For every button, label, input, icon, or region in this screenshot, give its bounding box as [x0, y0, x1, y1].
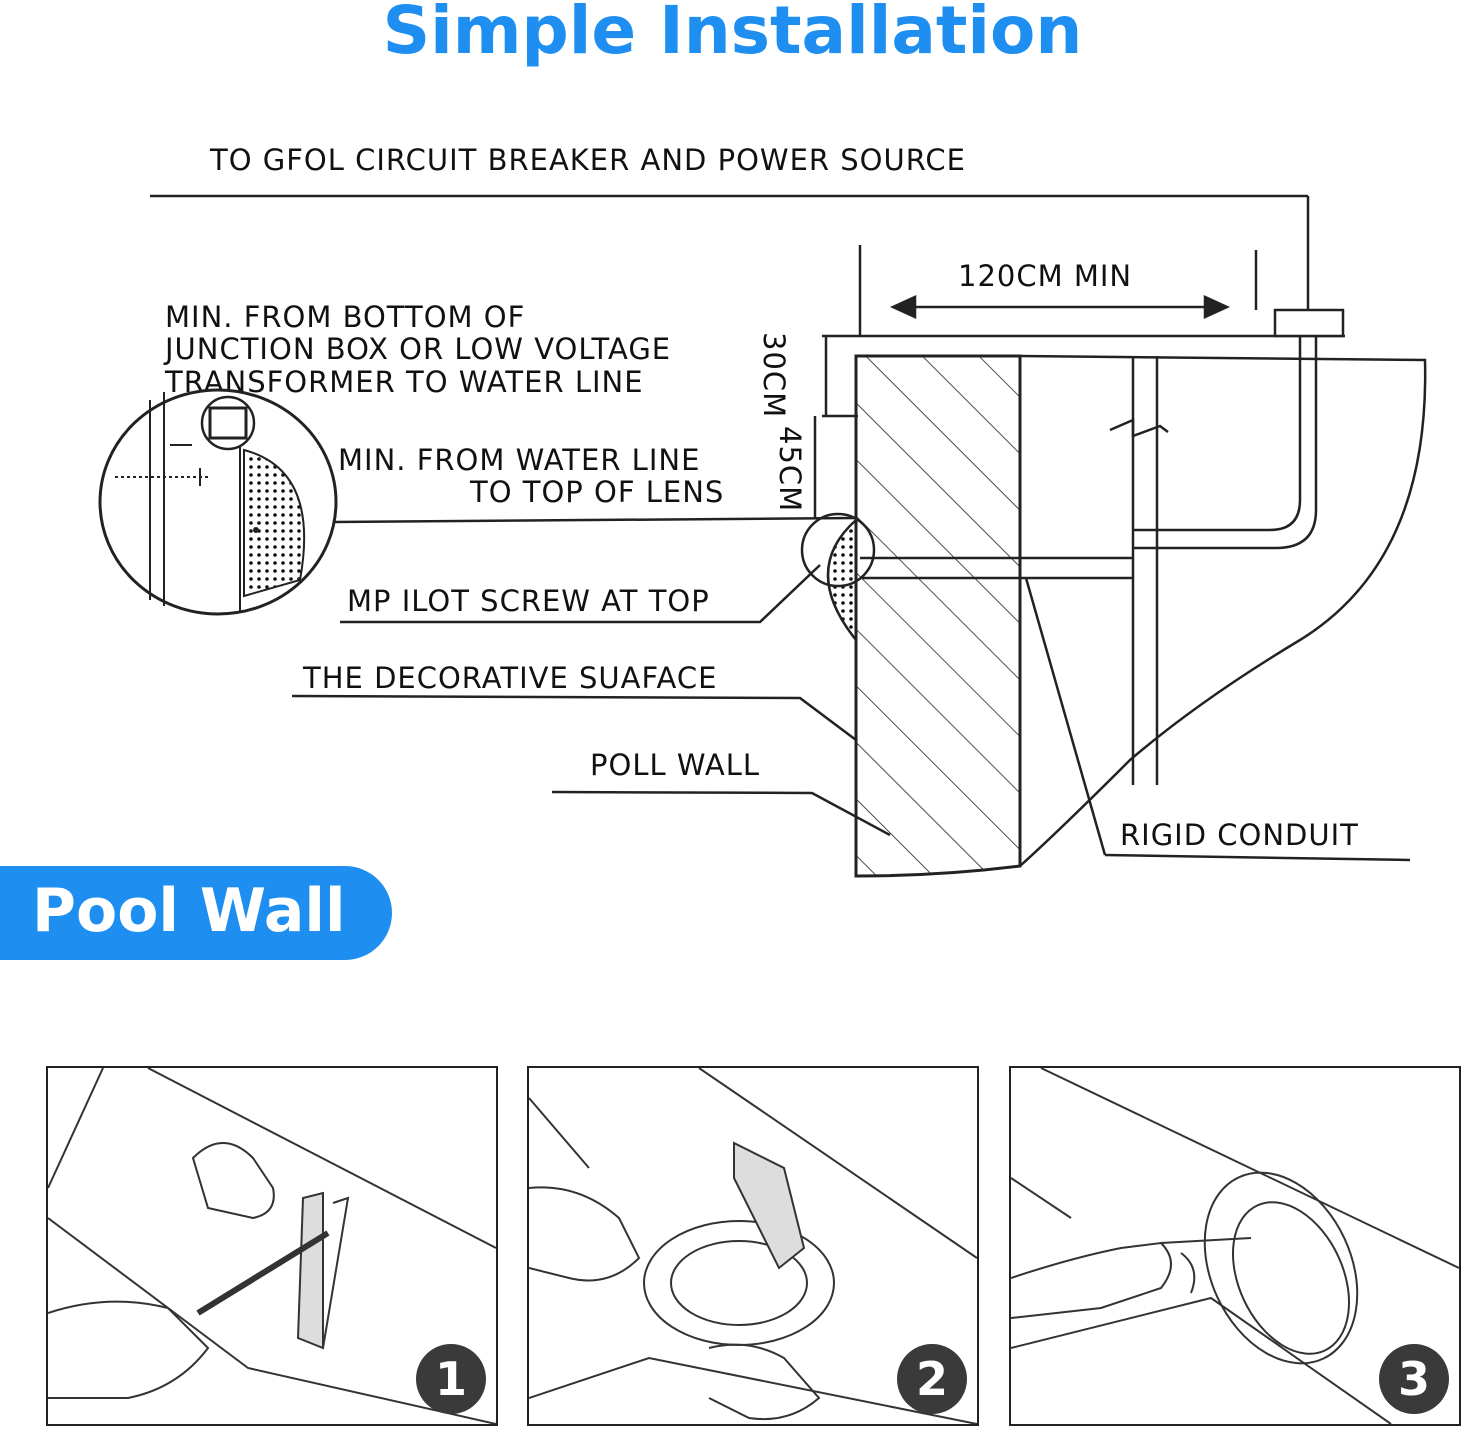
pool-light-fixture	[800, 512, 876, 641]
pool-wall-badge-label: Pool Wall	[32, 876, 346, 946]
ground-outline	[1019, 354, 1427, 867]
pilot-screw-label: MP ILOT SCREW AT TOP	[347, 584, 710, 618]
junction-box	[1273, 308, 1345, 338]
step-2-number: 2	[897, 1344, 967, 1414]
power-source-label: TO GFOL CIRCUIT BREAKER AND POWER SOURCE	[209, 143, 966, 177]
step-1-number: 1	[416, 1344, 486, 1414]
distance-label: 120CM MIN	[958, 259, 1132, 293]
rigid-conduit	[860, 336, 1411, 862]
step-1-panel: 1	[46, 1066, 498, 1426]
page-title: Simple Installation	[382, 0, 1083, 69]
lens-label-line1: MIN. FROM WATER LINE	[338, 443, 700, 477]
lens-label-line2: TO TOP OF LENS	[469, 475, 724, 509]
pool-wall-label: POLL WALL	[590, 748, 760, 782]
step-3-number: 3	[1379, 1344, 1449, 1414]
power-cable	[150, 194, 1310, 312]
rigid-conduit-label: RIGID CONDUIT	[1120, 818, 1359, 852]
decorative-surface-label: THE DECORATIVE SUAFACE	[302, 661, 717, 695]
junction-label-line1: MIN. FROM BOTTOM OF	[165, 300, 525, 334]
step-3-panel: 3	[1009, 1066, 1461, 1426]
pool-wall	[854, 354, 1022, 878]
installation-diagram: TO GFOL CIRCUIT BREAKER AND POWER SOURCE…	[98, 143, 1427, 878]
step-2-panel: 2	[527, 1066, 979, 1426]
hands-mounting-bracket-illustration	[529, 1068, 977, 1424]
distance-dimension	[858, 245, 1231, 335]
dim-45-label: 45CM	[773, 426, 807, 512]
dim-30-label: 30CM	[757, 332, 791, 418]
junction-label-line2: JUNCTION BOX OR LOW VOLTAGE	[163, 332, 671, 366]
depth-dimension	[813, 336, 858, 518]
pool-wall-badge: Pool Wall	[0, 866, 392, 960]
detail-magnifier	[98, 388, 338, 616]
hand-screwdriver-illustration	[48, 1068, 496, 1424]
hands-attaching-light-illustration	[1011, 1068, 1459, 1424]
